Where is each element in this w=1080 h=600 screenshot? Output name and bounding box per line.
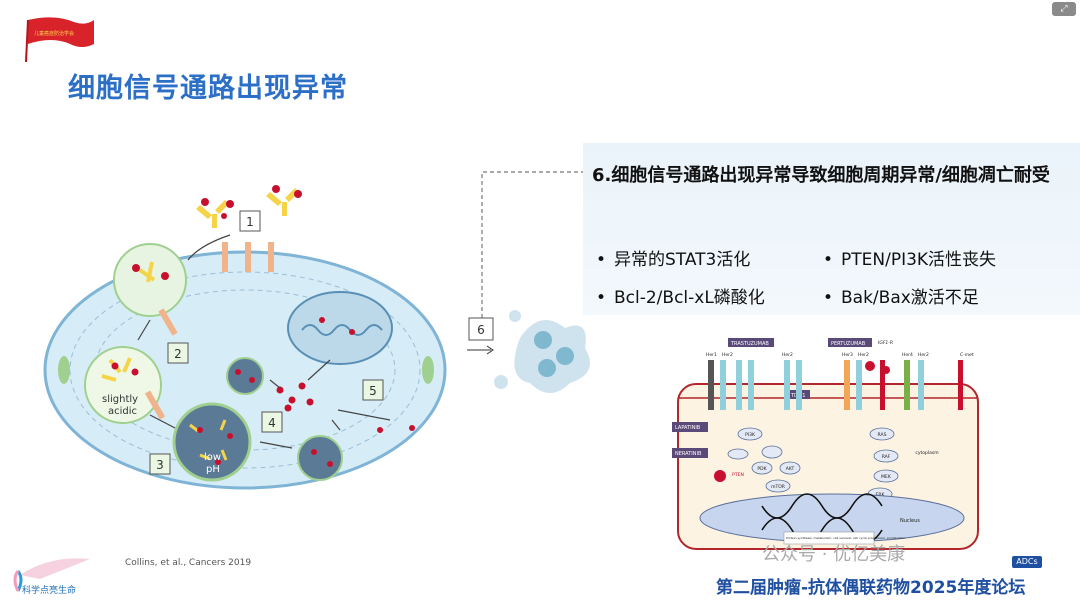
step-1-label: 1 bbox=[246, 215, 254, 229]
bullet-marker: • bbox=[823, 250, 834, 270]
node-label: MEK bbox=[881, 474, 892, 480]
step-3-label: 3 bbox=[156, 458, 164, 472]
node-label: RAF bbox=[882, 454, 891, 460]
receptor-label: Her2 bbox=[858, 352, 869, 358]
node-label: PDK bbox=[757, 466, 767, 472]
receptor-label: Her2 bbox=[918, 352, 929, 358]
node-label: PI3K bbox=[745, 432, 756, 438]
drug-label: LAPATINIB bbox=[675, 425, 701, 431]
ph-label: pH bbox=[206, 464, 220, 475]
step-4-label: 4 bbox=[268, 416, 276, 430]
science-logo bbox=[13, 558, 90, 592]
logo-slogan: 科学点亮生命 bbox=[22, 586, 77, 596]
low-label: low bbox=[204, 452, 221, 463]
organization-flag-logo: 儿童癌症防治学会 bbox=[25, 17, 94, 63]
her2-signaling-pathway-figure: TRASTUZUMAB PERTUZUMAB LAPATINIB NERATIN… bbox=[672, 338, 979, 550]
info-panel bbox=[583, 143, 1080, 315]
bullet-marker: • bbox=[596, 288, 607, 308]
receptor-label: Her4 bbox=[902, 352, 913, 358]
node-label: PTEN bbox=[732, 472, 744, 478]
connector-to-panel: 6 bbox=[467, 171, 590, 393]
bullet-item: • 异常的STAT3活化 bbox=[596, 245, 750, 270]
receptor-label: Her3 bbox=[842, 352, 853, 358]
bullet-marker: • bbox=[823, 288, 834, 308]
nucleus-label: Nucleus bbox=[900, 518, 920, 524]
marker-label: C-met bbox=[960, 352, 974, 358]
wechat-watermark: 公众号 · 优亿美康 bbox=[762, 544, 906, 565]
cell-endocytosis-diagram: 1 2 slightly acidic 3 low pH 4 5 bbox=[43, 185, 447, 490]
bullet-text: 异常的STAT3活化 bbox=[614, 250, 751, 270]
bullet-marker: • bbox=[596, 250, 607, 270]
node-label: ERK bbox=[876, 492, 886, 498]
bullet-item: • PTEN/PI3K活性丧失 bbox=[823, 245, 996, 270]
acidic-label: acidic bbox=[108, 406, 137, 417]
bullet-text: PTEN/PI3K活性丧失 bbox=[841, 250, 997, 270]
expand-button[interactable]: ⤢ bbox=[1052, 2, 1076, 16]
flag-text: 儿童癌症防治学会 bbox=[34, 30, 74, 37]
nucleus-caption: Protein synthesis, metabolism, cell surv… bbox=[786, 536, 906, 540]
cytoplasm-label: cytoplasm bbox=[915, 450, 938, 456]
drug-label: NERATINIB bbox=[675, 451, 702, 457]
node-label: AKT bbox=[786, 466, 795, 472]
panel-heading: 6.细胞信号通路出现异常导致细胞周期异常/细胞凋亡耐受 bbox=[592, 165, 1050, 186]
step-5-label: 5 bbox=[369, 384, 377, 398]
bullet-text: Bak/Bax激活不足 bbox=[841, 288, 979, 308]
drug-label: TRASTUZUMAB bbox=[730, 341, 769, 347]
drug-label: PERTUZUMAB bbox=[831, 341, 866, 347]
forum-title: 第二届肿瘤-抗体偶联药物2025年度论坛 bbox=[716, 578, 1026, 598]
receptor-label: Her1 bbox=[706, 352, 717, 358]
citation: Collins, et al., Cancers 2019 bbox=[125, 558, 252, 568]
node-label: RAS bbox=[878, 432, 887, 438]
step-6-label: 6 bbox=[477, 323, 485, 337]
slightly-label: slightly bbox=[102, 394, 138, 405]
step-2-label: 2 bbox=[174, 347, 182, 361]
bullet-text: Bcl-2/Bcl-xL磷酸化 bbox=[614, 288, 765, 308]
slide-title: 细胞信号通路出现异常 bbox=[68, 73, 348, 104]
bullet-item: • Bcl-2/Bcl-xL磷酸化 bbox=[596, 283, 765, 308]
receptor-label: Her2 bbox=[722, 352, 733, 358]
forum-badge: ADCs bbox=[1012, 556, 1042, 568]
marker-label: IGF1-R bbox=[878, 340, 893, 346]
receptor-label: Her2 bbox=[782, 352, 793, 358]
node-label: mTOR bbox=[771, 484, 785, 490]
bullet-item: • Bak/Bax激活不足 bbox=[823, 283, 979, 308]
